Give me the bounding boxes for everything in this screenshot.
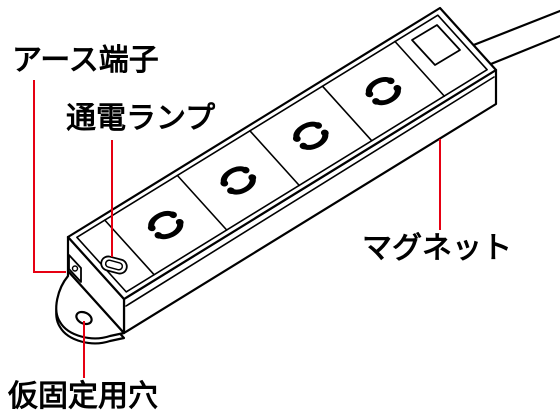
power-cord-fill: [466, 11, 560, 70]
outlet-slot-upper: [148, 211, 175, 229]
outlet-slot-end: [154, 232, 163, 239]
label-magnet: マグネット: [362, 231, 512, 266]
label-earth-terminal: アース端子: [12, 43, 159, 78]
callout-line-earth-terminal: [33, 80, 66, 273]
outlet-slot-end: [248, 174, 257, 181]
outlet-slot-end: [175, 218, 184, 226]
outlet-slot-end: [241, 166, 250, 174]
outlet-slot-end: [372, 98, 380, 105]
outlet-slot-end: [292, 135, 301, 142]
label-power-lamp: 通電ランプ: [66, 101, 216, 136]
earth-terminal-screw: [71, 265, 79, 272]
mounting-hole: [75, 310, 93, 326]
cell-divider: [176, 174, 228, 231]
power-lamp-inner: [104, 259, 124, 271]
outlet-slot-end: [299, 142, 308, 150]
outlet-slot-end: [386, 77, 395, 85]
strip-front-bevel-line: [125, 76, 495, 307]
outlet-3: [292, 121, 329, 150]
outlet-slot-lower: [229, 177, 256, 195]
outlet-slot-end: [320, 129, 329, 137]
outlet-slot-end: [393, 84, 402, 92]
outlet-slot-end: [314, 122, 323, 129]
outlet-slot-end: [147, 224, 156, 232]
outlet-4: [365, 77, 402, 106]
label-mounting-hole: 仮固定用穴: [7, 379, 158, 414]
mounting-tab-top: [55, 269, 126, 340]
outlet-1: [147, 211, 184, 240]
earth-terminal: [68, 254, 82, 283]
mounting-tab: [55, 269, 126, 345]
outlet-slot-upper: [365, 77, 393, 95]
outlet-slot-end: [220, 179, 229, 187]
outlet-slot-lower: [374, 87, 401, 106]
end-rectangle: [411, 24, 461, 66]
cell-divider: [394, 40, 446, 97]
outlet-slot-lower: [156, 221, 184, 240]
cell-divider: [104, 219, 155, 276]
cell-divider: [249, 130, 301, 187]
outlet-slot-upper: [220, 166, 248, 184]
cell-divider: [321, 85, 373, 142]
outlet-slot-end: [227, 187, 235, 194]
outlet-slot-lower: [302, 132, 329, 150]
outlet-2: [220, 166, 257, 195]
outlet-slot-end: [169, 211, 177, 219]
outlet-slot-end: [365, 90, 374, 98]
outlet-slot-upper: [293, 121, 320, 140]
power-lamp: [100, 255, 128, 275]
